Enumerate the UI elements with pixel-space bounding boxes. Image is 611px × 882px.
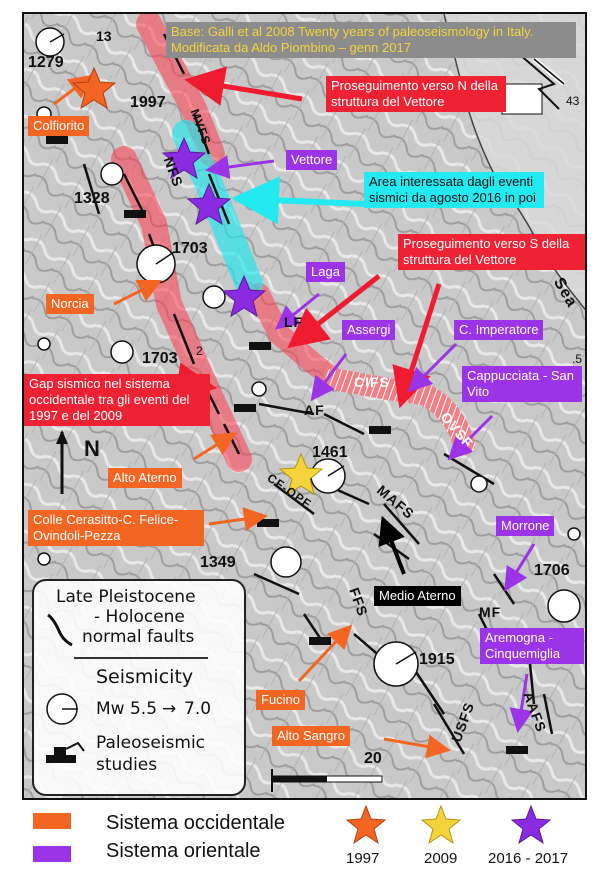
legend-faults-line1: Late Pleistocene bbox=[56, 587, 196, 607]
legend-mw-max: 7.0 bbox=[184, 699, 212, 719]
seismicity-circle-icon bbox=[46, 693, 78, 725]
star-icon bbox=[221, 274, 267, 318]
label-vettore: Vettore bbox=[286, 150, 338, 170]
map-number: 20 bbox=[364, 750, 382, 767]
label-c-imperatore: C. Imperatore bbox=[454, 320, 544, 340]
legend-paleo1: Paleoseismic bbox=[96, 733, 206, 753]
legend-occidentale: Sistema occidentale bbox=[106, 812, 285, 834]
north-label: N bbox=[84, 436, 101, 461]
map-number: 1328 bbox=[74, 190, 110, 207]
map-number: 1349 bbox=[200, 554, 236, 571]
legend-divider bbox=[74, 657, 208, 659]
swatch-occidentale bbox=[33, 813, 71, 829]
legend-mw: Mw 5.5 bbox=[96, 699, 158, 719]
year-2016: 2016 - 2017 bbox=[488, 850, 569, 867]
legend-seismicity: Seismicity bbox=[96, 666, 194, 688]
star-icon bbox=[345, 804, 387, 845]
label-norcia: Norcia bbox=[46, 294, 94, 314]
label-colle-cerasitto: Colle Cerasitto-C. Felice-Ovindoli-Pezza bbox=[28, 510, 204, 546]
label-fucino: Fucino bbox=[256, 690, 306, 710]
excavator-icon bbox=[46, 741, 85, 763]
map-number: 13 bbox=[96, 28, 112, 44]
fault-label: MF bbox=[479, 604, 502, 620]
source-note: Base: Galli et al 2008 Twenty years of p… bbox=[166, 22, 576, 58]
year-2009: 2009 bbox=[424, 850, 458, 867]
legend-paleo2: studies bbox=[96, 755, 158, 775]
map-number: 2 bbox=[196, 344, 203, 358]
map: 13 1279 1997 1328 1703 1703 1461 1349 19… bbox=[22, 12, 587, 800]
fault-label: LF bbox=[284, 314, 304, 330]
label-aremogna: Aremogna - Cinquemiglia bbox=[480, 628, 584, 664]
label-prosecuzione-s: Proseguimento verso S della struttura de… bbox=[398, 234, 585, 270]
fault-label: AF bbox=[304, 402, 325, 418]
label-laga: Laga bbox=[306, 262, 345, 282]
legend-orientale: Sistema orientale bbox=[106, 840, 261, 862]
label-area-agosto: Area interessata dagli eventi sismici da… bbox=[364, 172, 544, 208]
star-icon bbox=[161, 136, 207, 180]
label-colfiorito: Colfiorito bbox=[28, 116, 90, 136]
legend-faults-line2: - Holocene bbox=[94, 607, 185, 627]
map-number: .5 bbox=[572, 352, 583, 366]
fault-label: CIFS bbox=[354, 374, 390, 390]
map-legend: Late Pleistocene - Holocene normal fault… bbox=[32, 579, 246, 796]
label-assergi: Assergi bbox=[342, 320, 396, 340]
star-icon bbox=[420, 804, 462, 845]
year-1997: 1997 bbox=[346, 850, 380, 867]
star-icon bbox=[510, 804, 552, 845]
label-gap-sismico: Gap sismico nel sistema occidentale tra … bbox=[24, 374, 210, 426]
map-number: 1279 bbox=[28, 54, 64, 71]
fault-line-icon bbox=[47, 613, 73, 647]
map-number: 1703 bbox=[142, 350, 178, 367]
label-morrone: Morrone bbox=[496, 516, 555, 536]
label-alto-sangro: Alto Sangro bbox=[272, 726, 350, 746]
label-cappucciata: Cappucciata - San Vito bbox=[462, 366, 582, 402]
map-number: 1703 bbox=[172, 240, 208, 257]
bottom-legend: Sistema occidentale Sistema orientale 19… bbox=[0, 800, 611, 882]
map-number: 1997 bbox=[130, 94, 166, 111]
map-number: 1915 bbox=[419, 651, 455, 668]
map-number: 43 bbox=[566, 94, 580, 108]
legend-faults-line3: normal faults bbox=[82, 627, 195, 647]
label-alto-aterno: Alto Aterno bbox=[108, 468, 182, 488]
star-icon bbox=[186, 182, 232, 226]
label-prosecuzione-n: Proseguimento verso N della struttura de… bbox=[326, 76, 506, 112]
star-icon bbox=[71, 66, 117, 110]
swatch-orientale bbox=[33, 846, 71, 862]
star-icon bbox=[278, 452, 324, 496]
label-medio-aterno: Medio Aterno bbox=[374, 586, 461, 606]
legend-arrow: → bbox=[162, 699, 177, 719]
map-number: 1461 bbox=[312, 444, 348, 461]
map-number: 1706 bbox=[534, 562, 570, 579]
